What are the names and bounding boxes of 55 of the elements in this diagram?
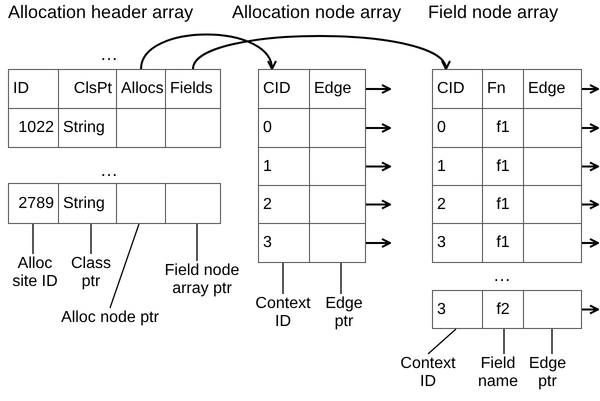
pointer-arrow	[366, 200, 391, 210]
field-label: Edge ptr	[318, 295, 370, 331]
pointer-arrow	[582, 162, 599, 172]
table-cell: String	[58, 183, 117, 224]
pointer-arrow	[366, 238, 391, 248]
pointer-arrow	[366, 123, 391, 133]
leader-line	[503, 329, 505, 354]
table-cell	[309, 223, 366, 263]
table-cell: Fields	[165, 69, 221, 109]
table-cell: CID	[432, 69, 483, 109]
table-title: Allocation node array	[232, 2, 402, 23]
leader-line	[340, 263, 342, 294]
leader-line	[282, 263, 284, 294]
leader-line	[196, 224, 198, 261]
table-cell: Edge	[309, 69, 366, 109]
table-cell: 3	[432, 290, 483, 329]
field-label: Edge ptr	[525, 355, 570, 391]
table-cell	[165, 108, 221, 148]
field-label: Context ID	[393, 355, 463, 391]
ellipsis: …	[100, 44, 118, 65]
field-label: Field name	[472, 355, 524, 391]
pointer-arrow	[582, 238, 599, 248]
table-cell: 1022	[8, 108, 59, 148]
field-label: Class ptr	[66, 255, 116, 291]
table-cell	[523, 223, 582, 263]
table-cell: f2	[482, 290, 524, 329]
table-cell: 3	[258, 223, 310, 263]
field-label: Alloc site ID	[6, 255, 64, 291]
ellipsis: …	[493, 265, 511, 286]
pointer-arrow	[582, 200, 599, 210]
field-label: Field node array ptr	[152, 262, 252, 298]
table-cell	[523, 290, 582, 329]
leader-line	[90, 224, 92, 254]
table-title: Allocation header array	[8, 2, 194, 23]
leader-line	[109, 224, 140, 308]
ellipsis: …	[100, 160, 118, 181]
leader-line	[32, 224, 34, 254]
pointer-arrow	[140, 34, 275, 70]
table-cell	[165, 183, 221, 224]
table-cell: ID	[8, 69, 59, 109]
leader-line	[551, 329, 553, 354]
table-cell: 2789	[8, 183, 59, 224]
pointer-arrow	[582, 84, 599, 94]
leader-line	[428, 328, 456, 354]
table-cell: Edge	[523, 69, 582, 109]
pointer-arrow	[366, 84, 391, 94]
pointer-arrow	[366, 162, 391, 172]
field-label: Context ID	[248, 295, 318, 331]
pointer-arrow	[582, 304, 599, 314]
table-cell: CID	[258, 69, 310, 109]
table-title: Field node array	[428, 2, 558, 23]
table-cell	[116, 183, 166, 224]
pointer-arrow	[582, 123, 599, 133]
field-label: Alloc node ptr	[45, 309, 175, 327]
table-cell: 3	[432, 223, 483, 263]
